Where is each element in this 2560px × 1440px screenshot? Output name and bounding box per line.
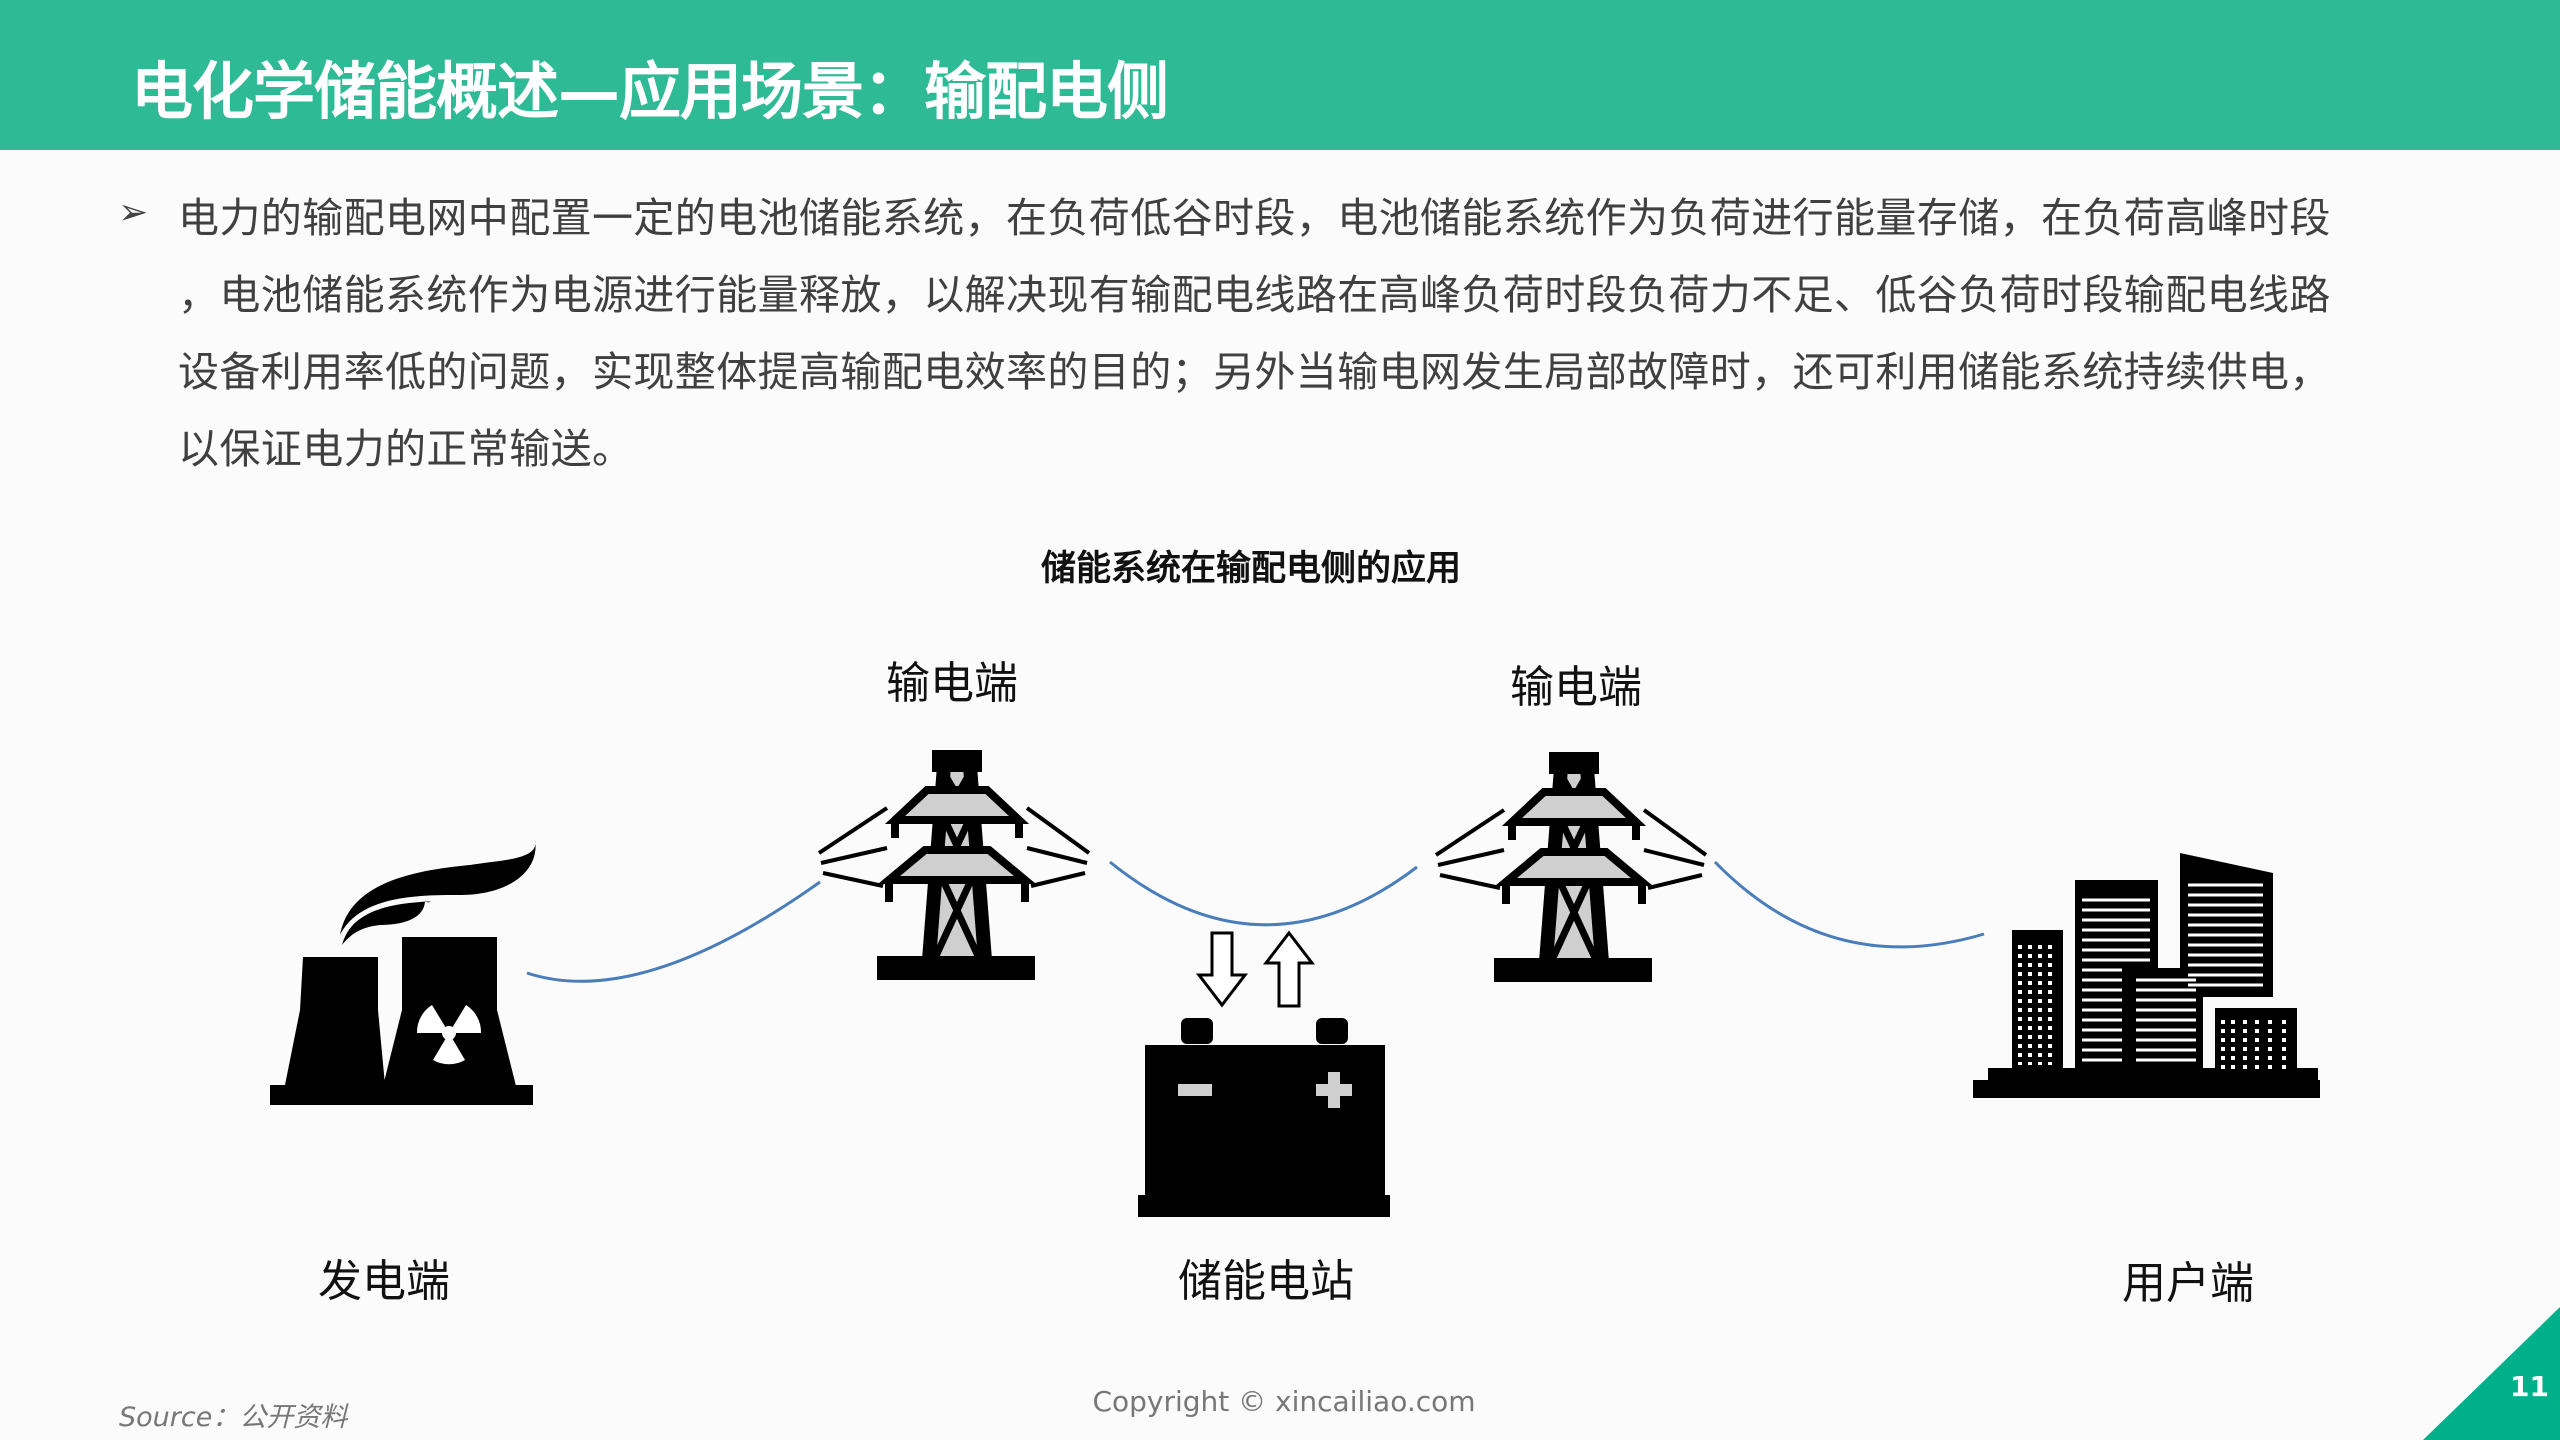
power-line-3 <box>1713 860 1985 949</box>
power-line-2 <box>1109 860 1418 927</box>
power-line-1 <box>526 880 821 983</box>
label-storage: 储能电站 <box>1178 1256 1354 1307</box>
label-transmission-2: 输电端 <box>1510 662 1642 713</box>
arrow-bullet-icon: ➢ <box>118 192 149 233</box>
battery-icon <box>1138 1018 1390 1217</box>
power-plant-icon <box>270 840 536 1105</box>
body-paragraph: 电力的输配电网中配置一定的电池储能系统，在负荷低谷时段，电池储能系统作为负荷进行… <box>178 180 2418 488</box>
page-title: 电化学储能概述—应用场景：输配电侧 <box>131 55 1169 128</box>
body-line: ，电池储能系统作为电源进行能量释放，以解决现有输配电线路在高峰负荷时段负荷力不足… <box>178 271 2331 319</box>
city-buildings-icon <box>1973 853 2320 1098</box>
body-line: 以保证电力的正常输送。 <box>178 425 634 473</box>
copyright: Copyright © xincailiao.com <box>1092 1385 1476 1418</box>
label-transmission-1: 输电端 <box>886 658 1018 709</box>
diagram-title: 储能系统在输配电侧的应用 <box>1040 549 1461 589</box>
body-line: 设备利用率低的问题，实现整体提高输配电效率的目的；另外当输电网发生局部故障时，还… <box>178 348 2331 396</box>
header-bar: 电化学储能概述—应用场景：输配电侧 <box>0 0 2560 150</box>
body-line: 电力的输配电网中配置一定的电池储能系统，在负荷低谷时段，电池储能系统作为负荷进行… <box>178 194 2331 242</box>
label-generation: 发电端 <box>318 1256 450 1307</box>
charge-discharge-arrows-icon <box>1195 930 1316 1008</box>
label-user: 用户端 <box>2122 1258 2254 1309</box>
source-note: Source：公开资料 <box>119 1402 348 1433</box>
page-number: 11 <box>2510 1370 2549 1403</box>
